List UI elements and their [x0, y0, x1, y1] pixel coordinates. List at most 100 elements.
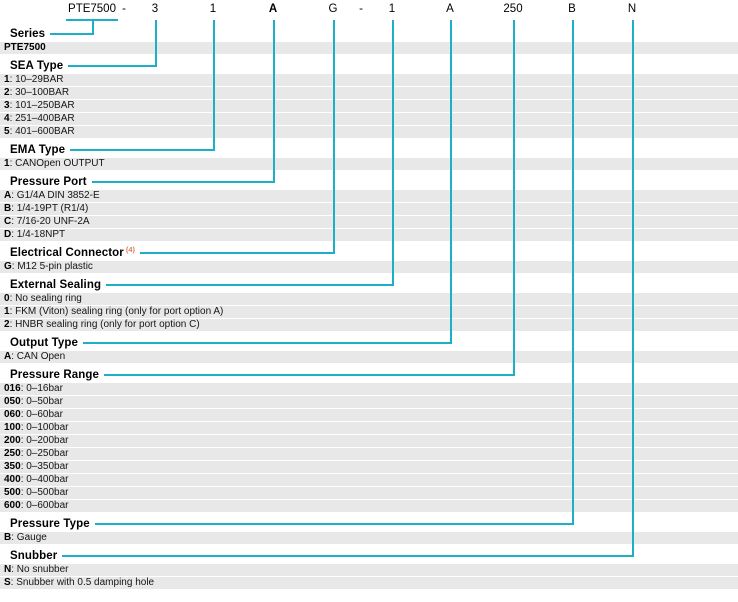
option-desc: Gauge: [16, 532, 47, 543]
option-desc: 0–200bar: [26, 435, 69, 446]
option-separator: :: [9, 319, 16, 330]
option-row: 500: 0–500bar: [0, 487, 738, 499]
option-desc: 1/4-18NPT: [16, 229, 66, 240]
section-title: Pressure Type: [10, 518, 90, 530]
option-row: 350: 0–350bar: [0, 461, 738, 473]
option-separator: :: [9, 306, 16, 317]
option-separator: :: [11, 532, 17, 543]
code-segment: A: [268, 3, 278, 15]
connector-line-horizontal: [140, 252, 333, 254]
option-code: 100: [4, 422, 21, 433]
option-separator: :: [11, 261, 18, 272]
option-code: D: [4, 229, 12, 240]
section-title: Snubber: [10, 550, 58, 562]
connector-line-horizontal: [106, 284, 392, 286]
code-segment: PTE7500: [68, 3, 116, 15]
option-desc: No sealing ring: [15, 293, 82, 304]
option-row: PTE7500: [0, 42, 738, 54]
option-row: A: G1/4A DIN 3852-E: [0, 190, 738, 202]
option-separator: :: [20, 487, 27, 498]
option-desc: 0–16bar: [26, 383, 63, 394]
option-desc: 0–350bar: [26, 461, 69, 472]
option-row: B: 1/4-19PT (R1/4): [0, 203, 738, 215]
option-separator: :: [20, 383, 27, 394]
option-separator: :: [9, 113, 16, 124]
footnote-marker: (4): [125, 244, 136, 254]
connector-line-vertical: [392, 20, 394, 286]
option-row: B: Gauge: [0, 532, 738, 544]
option-desc: 0–50bar: [26, 396, 63, 407]
option-separator: :: [20, 435, 27, 446]
connector-line-vertical: [92, 20, 94, 35]
option-code: A: [4, 190, 12, 201]
option-separator: :: [11, 190, 17, 201]
option-code: 400: [4, 474, 21, 485]
option-desc: 1/4-19PT (R1/4): [16, 203, 89, 214]
option-row: 3: 101–250BAR: [0, 100, 738, 112]
option-row: D: 1/4-18NPT: [0, 229, 738, 241]
section-header: Snubber: [0, 548, 738, 564]
option-desc: 0–250bar: [26, 448, 69, 459]
code-segment: -: [359, 3, 363, 15]
option-separator: :: [9, 87, 16, 98]
section-header: Series: [0, 26, 738, 42]
option-code: 2: [4, 319, 10, 330]
connector-line-horizontal: [70, 149, 213, 151]
section-title: Output Type: [10, 337, 78, 349]
option-row: 250: 0–250bar: [0, 448, 738, 460]
option-separator: :: [11, 229, 17, 240]
option-code: 3: [4, 100, 10, 111]
option-separator: :: [9, 100, 16, 111]
option-desc: 251–400BAR: [15, 113, 75, 124]
option-desc: CANOpen OUTPUT: [15, 158, 105, 169]
option-separator: :: [11, 203, 17, 214]
option-desc: 0–400bar: [26, 474, 69, 485]
option-code: 350: [4, 461, 21, 472]
option-code: 0: [4, 293, 10, 304]
section-header: Electrical Connector(4): [0, 245, 738, 261]
option-desc: 401–600BAR: [15, 126, 75, 137]
option-row: 100: 0–100bar: [0, 422, 738, 434]
option-row: 060: 0–60bar: [0, 409, 738, 421]
option-separator: :: [9, 74, 16, 85]
option-row: 600: 0–600bar: [0, 500, 738, 512]
code-underline: [66, 19, 118, 21]
option-code: A: [4, 351, 12, 362]
connector-line-horizontal: [94, 523, 572, 525]
section-header: External Sealing: [0, 277, 738, 293]
connector-line-vertical: [213, 20, 215, 151]
option-code: PTE7500: [4, 42, 46, 53]
option-code: 5: [4, 126, 10, 137]
option-separator: :: [20, 448, 27, 459]
option-separator: :: [20, 409, 27, 420]
option-separator: :: [20, 474, 27, 485]
connector-line-horizontal: [68, 65, 155, 67]
option-separator: :: [20, 500, 27, 511]
section-title: EMA Type: [10, 144, 66, 156]
code-segment: G: [328, 3, 338, 15]
code-segment: -: [122, 3, 126, 15]
option-desc: Snubber with 0.5 damping hole: [16, 577, 155, 588]
code-segment: 3: [151, 3, 159, 15]
section-header: Pressure Type: [0, 516, 738, 532]
option-separator: :: [11, 216, 17, 227]
option-code: 1: [4, 74, 10, 85]
option-desc: 0–600bar: [26, 500, 69, 511]
section-title: Pressure Range: [10, 369, 99, 381]
option-desc: 0–100bar: [26, 422, 69, 433]
option-code: B: [4, 203, 12, 214]
option-separator: :: [20, 461, 27, 472]
option-code: 200: [4, 435, 21, 446]
option-code: 500: [4, 487, 21, 498]
option-desc: HNBR sealing ring (only for port option …: [15, 319, 200, 330]
section-title: Series: [10, 28, 46, 40]
option-row: 2: 30–100BAR: [0, 87, 738, 99]
connector-line-vertical: [513, 20, 515, 376]
connector-line-vertical: [333, 20, 335, 254]
option-desc: 30–100BAR: [15, 87, 70, 98]
option-code: 060: [4, 409, 21, 420]
option-code: 250: [4, 448, 21, 459]
option-row: 400: 0–400bar: [0, 474, 738, 486]
section-header: SEA Type: [0, 58, 738, 74]
option-code: 050: [4, 396, 21, 407]
